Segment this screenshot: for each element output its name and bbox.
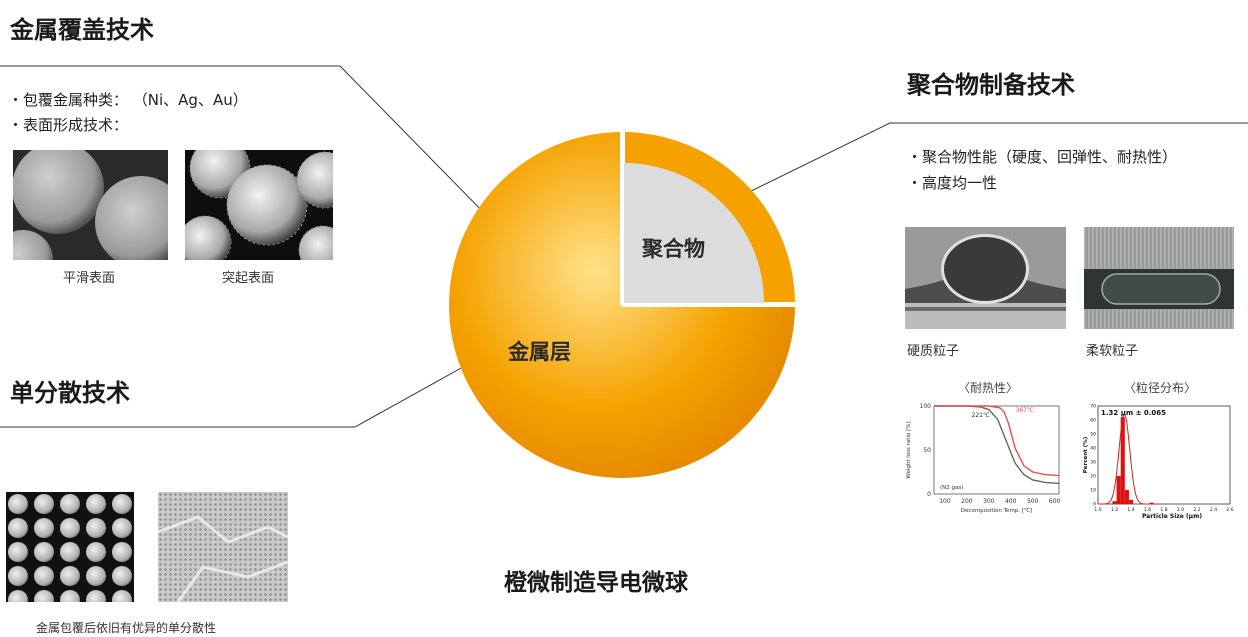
size-x-tick: 2.0 xyxy=(1177,507,1184,513)
size-bar xyxy=(1112,501,1117,504)
size-y-label: Percent (%) xyxy=(1083,436,1089,473)
heat-annotation-221: 221℃ xyxy=(972,412,990,419)
polymer-bullet-2: ・高度均一性 xyxy=(907,174,998,192)
size-x-tick: 1.2 xyxy=(1111,507,1118,513)
size-x-tick: 1.6 xyxy=(1144,507,1151,513)
heat-y-tick: 50 xyxy=(923,447,931,454)
size-chart-title: 〈粒径分布〉 xyxy=(1124,381,1197,395)
connector-metal xyxy=(0,65,543,273)
size-bar xyxy=(1128,499,1134,504)
smooth-surface-caption: 平滑表面 xyxy=(63,271,116,286)
size-y-tick: 30 xyxy=(1090,460,1096,466)
connector-monodisperse xyxy=(0,366,464,428)
size-y-tick: 10 xyxy=(1090,488,1096,494)
heat-annotation-367: 367℃ xyxy=(1016,407,1034,414)
heat-x-label: Decomposition Temp. [℃] xyxy=(961,507,1033,514)
monodisperse-image-1 xyxy=(6,492,134,602)
size-y-tick: 40 xyxy=(1090,446,1096,452)
heat-series-1 xyxy=(934,405,1060,485)
heat-series-2 xyxy=(934,405,1060,477)
soft-particle-image xyxy=(1084,227,1234,329)
particle-size-chart: 1.0 1.2 1.4 1.6 1.8 2.0 2.2 2.4 2.6 0 10 20 30 40 50 60… xyxy=(1083,404,1234,521)
size-bar xyxy=(1116,476,1121,504)
polymer-title: 聚合物制备技术 xyxy=(907,71,1075,99)
size-y-tick: 70 xyxy=(1090,404,1096,410)
metal-coating-title: 金属覆盖技术 xyxy=(10,16,154,44)
smooth-surface-image xyxy=(13,150,168,260)
size-annotation: 1.32 μm ± 0.065 xyxy=(1101,409,1166,417)
size-x-label: Particle Size (μm) xyxy=(1142,513,1202,520)
heat-x-tick: 400 xyxy=(1005,498,1017,505)
size-x-tick: 1.0 xyxy=(1094,507,1101,513)
soft-particle-caption: 柔软粒子 xyxy=(1086,344,1139,359)
heat-annotation-gas: (N2 gas) xyxy=(940,485,963,491)
product-title: 橙微制造导电微球 xyxy=(504,570,688,596)
size-x-tick: 2.2 xyxy=(1193,507,1200,513)
connector-polymer xyxy=(687,122,1248,223)
size-x-tick: 2.4 xyxy=(1210,507,1217,513)
hard-particle-image xyxy=(905,227,1066,329)
size-plot-frame xyxy=(1097,405,1231,505)
size-x-tick: 1.8 xyxy=(1160,507,1167,513)
polymer-core xyxy=(624,163,764,303)
monodisperse-caption: 金属包覆后依旧有优异的单分散性 xyxy=(36,621,217,635)
monodisperse-title: 单分散技术 xyxy=(10,379,130,407)
heat-x-tick: 200 xyxy=(961,498,973,505)
size-x-tick: 2.6 xyxy=(1226,507,1233,513)
heat-x-tick: 500 xyxy=(1027,498,1039,505)
size-fit-curve xyxy=(1097,413,1160,505)
heat-chart-title: 〈耐热性〉 xyxy=(958,381,1019,395)
size-y-tick: 0 xyxy=(1093,502,1096,508)
hard-particle-caption: 硬质粒子 xyxy=(907,344,960,359)
metal-bullet-2: ・表面形成技术： xyxy=(8,116,129,134)
size-x-tick: 1.4 xyxy=(1127,507,1134,513)
size-y-tick: 50 xyxy=(1090,432,1096,438)
heat-plot-frame xyxy=(933,405,1060,495)
heat-y-tick: 100 xyxy=(920,403,932,410)
polymer-bullet-1: ・聚合物性能（硬度、回弹性、耐热性） xyxy=(907,148,1178,166)
monodisperse-image-2 xyxy=(158,492,288,602)
metal-shell-label: 金属层 xyxy=(508,340,571,364)
heat-y-tick: 0 xyxy=(927,491,931,498)
heat-x-tick: 600 xyxy=(1049,498,1061,505)
heat-y-label: Weight loss ratio [%] xyxy=(906,421,912,478)
size-y-tick: 60 xyxy=(1090,418,1096,424)
metal-bullet-1: ・包覆金属种类： （Ni、Ag、Au） xyxy=(8,91,248,109)
size-y-tick: 20 xyxy=(1090,474,1096,480)
bumpy-surface-image xyxy=(185,150,333,260)
heat-x-tick: 100 xyxy=(939,498,951,505)
size-bar xyxy=(1149,502,1154,504)
polymer-core-label: 聚合物 xyxy=(642,237,705,261)
size-bar xyxy=(1120,417,1125,504)
heat-x-tick: 300 xyxy=(983,498,995,505)
microsphere-diagram xyxy=(449,132,795,478)
size-bar xyxy=(1124,490,1129,504)
bumpy-surface-caption: 突起表面 xyxy=(222,271,275,286)
